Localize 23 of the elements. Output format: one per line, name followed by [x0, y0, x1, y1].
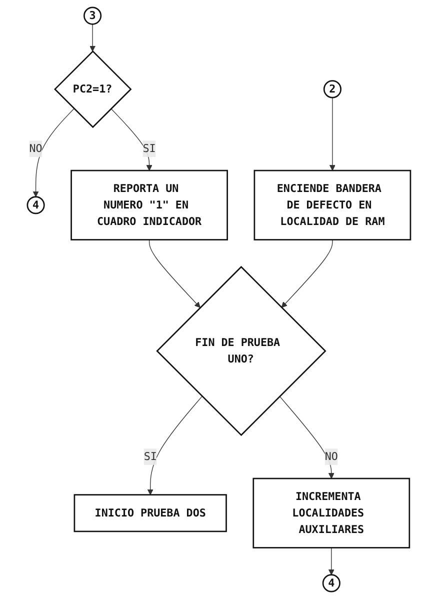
- node-box: ENCIENDE BANDERA DE DEFECTO EN LOCALIDAD DE RAM: [253, 170, 411, 240]
- arrow: [329, 97, 335, 171]
- node-box: INCREMENTA LOCALIDADES AUXILIARES: [252, 478, 410, 548]
- node-circle: 4: [322, 574, 340, 592]
- node-box: INICIO PRUEBA DOS: [73, 494, 226, 532]
- node-circle: 2: [322, 80, 342, 98]
- arrow: [89, 24, 96, 52]
- arrow: [32, 108, 74, 198]
- node-diamond: FIN DE PRUEBA UNO?: [156, 266, 326, 436]
- node-circle: 3: [83, 6, 102, 25]
- arrow: [280, 239, 332, 308]
- edge-label: NO: [28, 142, 42, 155]
- node-circle: 4: [26, 196, 44, 214]
- arrow: [328, 547, 334, 576]
- edge-label: SI: [143, 450, 156, 463]
- node-diamond: PC2=1?: [54, 50, 132, 128]
- arrow: [148, 239, 200, 308]
- arrow: [110, 108, 152, 171]
- node-box: REPORTA UN NUMERO "1" EN CUADRO INDICADOR: [70, 170, 228, 240]
- edge-label: NO: [324, 450, 338, 463]
- edge-label: SI: [142, 142, 156, 155]
- arrow: [278, 396, 334, 479]
- arrow: [146, 396, 202, 496]
